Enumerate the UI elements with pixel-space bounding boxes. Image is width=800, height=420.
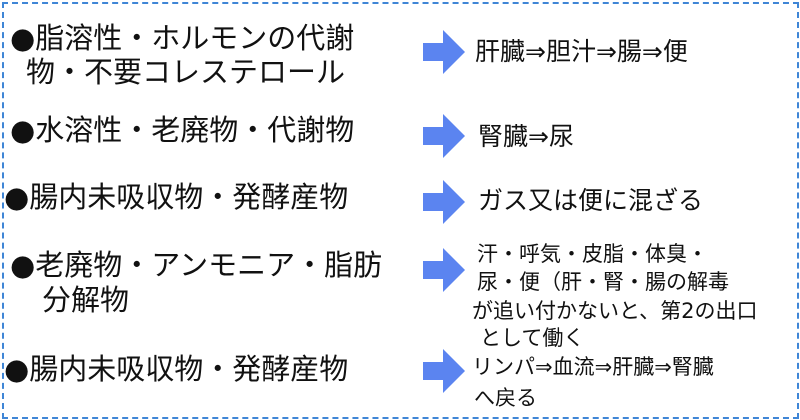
row4-destination-line4: として働く xyxy=(480,326,585,350)
row4-destination-line3: が追い付かないと、第2の出口 xyxy=(472,299,758,323)
arrow-right-icon xyxy=(423,248,465,292)
row4-source-line2: 分解物 xyxy=(42,283,130,317)
row5-destination-line2: へ戻る xyxy=(474,386,537,410)
row1-destination: 肝臓⇒胆汁⇒腸⇒便 xyxy=(475,37,688,66)
row1-source-line2: 物・不要コレステロール xyxy=(26,55,346,89)
arrow-right-icon xyxy=(423,30,465,74)
arrow-right-icon xyxy=(423,114,465,158)
row2-destination: 腎臓⇒尿 xyxy=(478,122,574,151)
row3-source: ●腸内未吸収物・発酵産物 xyxy=(4,180,349,214)
row4-source-line1: ●老廃物・アンモニア・脂肪 xyxy=(10,248,383,282)
row1-source-line1: ●脂溶性・ホルモンの代謝 xyxy=(10,21,355,55)
row5-source: ●腸内未吸収物・発酵産物 xyxy=(4,352,349,386)
row2-source: ●水溶性・老廃物・代謝物 xyxy=(10,113,355,147)
row4-destination-line2: 尿・便（肝・腎・腸の解毒 xyxy=(477,270,729,294)
row5-destination-line1: リンパ⇒血流⇒肝臓⇒腎臓 xyxy=(472,355,714,379)
row4-destination-line1: 汗・呼気・皮脂・体臭・ xyxy=(477,242,708,266)
arrow-right-icon xyxy=(423,349,465,393)
row3-destination: ガス又は便に混ざる xyxy=(478,186,704,215)
arrow-right-icon xyxy=(423,180,465,224)
